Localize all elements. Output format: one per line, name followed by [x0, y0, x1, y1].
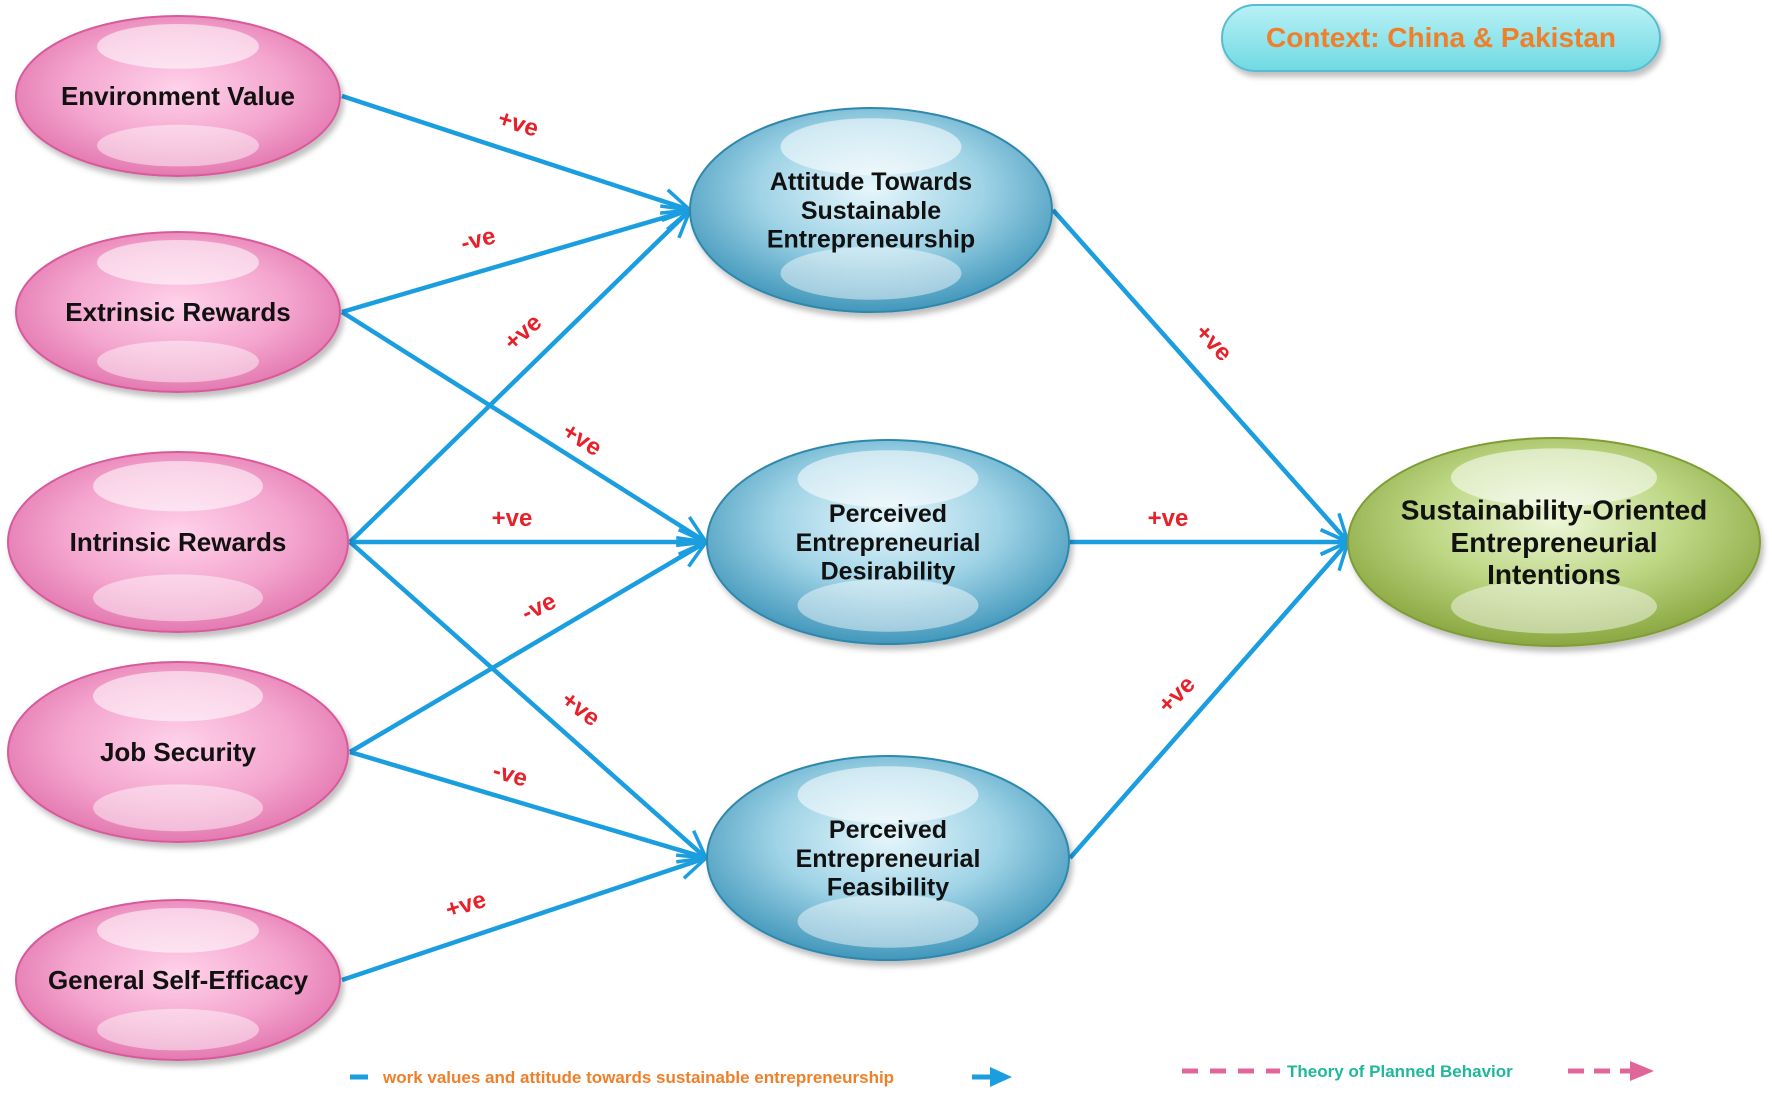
- node-ellipse: [1347, 437, 1761, 647]
- node-label-line: Perceived: [829, 816, 947, 844]
- node-ellipse: [7, 661, 349, 843]
- edge-job_security-to-desirability: [348, 540, 708, 754]
- node-ellipse: [7, 451, 349, 633]
- edge-general_self_efficacy-to-feasibility: [341, 855, 707, 983]
- legend-tpb-label: Theory of Planned Behavior: [1287, 1062, 1513, 1081]
- node-label-line: Environment Value: [61, 81, 295, 111]
- node-highlight-bottom: [797, 894, 979, 948]
- edge-intrinsic_rewards-to-feasibility: [348, 540, 708, 860]
- node-ellipse: [15, 15, 341, 177]
- node-label-line: Entrepreneurial: [796, 529, 981, 557]
- node-label-line: Entrepreneurship: [767, 226, 975, 254]
- node-job-security: Job Security: [7, 661, 349, 843]
- legend-tpb-arrowhead-icon: [1630, 1061, 1654, 1081]
- edge-sign-label: +ve: [495, 105, 542, 143]
- node-highlight-bottom: [97, 1008, 259, 1051]
- node-highlight-top: [97, 24, 259, 69]
- edge-sign-label: +ve: [556, 686, 605, 732]
- edge-attitude-to-intentions: [1051, 208, 1350, 544]
- node-highlight-bottom: [97, 340, 259, 383]
- node-highlight-top: [97, 240, 259, 285]
- edge-sign-label: +ve: [1190, 319, 1238, 367]
- edge-sign-label: -ve: [517, 588, 560, 627]
- edge-sign-label: -ve: [458, 222, 498, 257]
- edge-sign-label: +ve: [499, 309, 547, 356]
- legend-tpb: Theory of Planned Behavior: [1182, 1061, 1654, 1081]
- node-label-line: Intrinsic Rewards: [70, 527, 287, 557]
- node-label-line: Feasibility: [827, 874, 949, 902]
- node-general-self-efficacy: General Self-Efficacy: [15, 899, 341, 1061]
- node-environment-value: Environment Value: [15, 15, 341, 177]
- legend-work-values-arrowhead-icon: [990, 1067, 1012, 1087]
- node-attitude: Attitude TowardsSustainableEntrepreneurs…: [689, 107, 1053, 313]
- node-label-line: Extrinsic Rewards: [65, 297, 290, 327]
- node-label-line: Entrepreneurial: [1451, 527, 1658, 558]
- edge-extrinsic_rewards-to-attitude: [341, 207, 691, 315]
- legend-work-values: work values and attitude towards sustain…: [350, 1067, 1012, 1087]
- edge-job_security-to-feasibility: [349, 749, 707, 861]
- node-highlight-bottom: [97, 124, 259, 167]
- context-box: Context: China & Pakistan: [1221, 4, 1661, 72]
- node-intrinsic-rewards: Intrinsic Rewards: [7, 451, 349, 633]
- node-highlight-top: [1451, 448, 1657, 507]
- edge-extrinsic_rewards-to-desirability: [340, 310, 708, 544]
- node-label-line: Desirability: [821, 558, 956, 586]
- node-highlight-top: [797, 766, 979, 824]
- node-ellipse: [15, 231, 341, 393]
- node-highlight-bottom: [797, 578, 979, 632]
- context-box-background: [1221, 4, 1661, 72]
- node-label-line: Intentions: [1487, 559, 1621, 590]
- edge-sign-label: +ve: [1153, 671, 1201, 719]
- node-label-line: Job Security: [100, 737, 257, 767]
- node-intentions: Sustainability-OrientedEntrepreneurialIn…: [1347, 437, 1761, 647]
- edge-sign-label: +ve: [1148, 505, 1189, 532]
- node-label-line: Attitude Towards: [770, 168, 972, 196]
- node-ellipse: [706, 755, 1070, 961]
- node-ellipse: [15, 899, 341, 1061]
- node-highlight-bottom: [93, 574, 263, 622]
- node-label-line: Entrepreneurial: [796, 845, 981, 873]
- node-highlight-top: [780, 118, 962, 176]
- node-highlight-bottom: [93, 784, 263, 832]
- node-ellipse: [706, 439, 1070, 645]
- node-highlight-top: [97, 908, 259, 953]
- edge-environment_value-to-attitude: [341, 93, 691, 213]
- edge-intrinsic_rewards-to-attitude: [348, 208, 692, 544]
- node-label-line: Perceived: [829, 500, 947, 528]
- edge-sign-label: -ve: [490, 757, 531, 793]
- legend-work-values-label: work values and attitude towards sustain…: [382, 1068, 894, 1087]
- node-highlight-top: [93, 671, 263, 722]
- edge-feasibility-to-intentions: [1068, 540, 1350, 860]
- context-label: Context: China & Pakistan: [1266, 22, 1616, 53]
- edge-sign-label: +ve: [442, 886, 489, 924]
- node-extrinsic-rewards: Extrinsic Rewards: [15, 231, 341, 393]
- legend: work values and attitude towards sustain…: [350, 1061, 1654, 1087]
- node-label-line: Sustainability-Oriented: [1401, 495, 1708, 526]
- node-label-line: General Self-Efficacy: [48, 965, 309, 995]
- node-highlight-top: [93, 461, 263, 512]
- node-ellipse: [689, 107, 1053, 313]
- node-highlight-top: [797, 450, 979, 508]
- node-label-line: Sustainable: [801, 197, 941, 225]
- node-highlight-bottom: [1451, 579, 1657, 634]
- edge-sign-label: +ve: [492, 505, 533, 532]
- node-highlight-bottom: [780, 246, 962, 300]
